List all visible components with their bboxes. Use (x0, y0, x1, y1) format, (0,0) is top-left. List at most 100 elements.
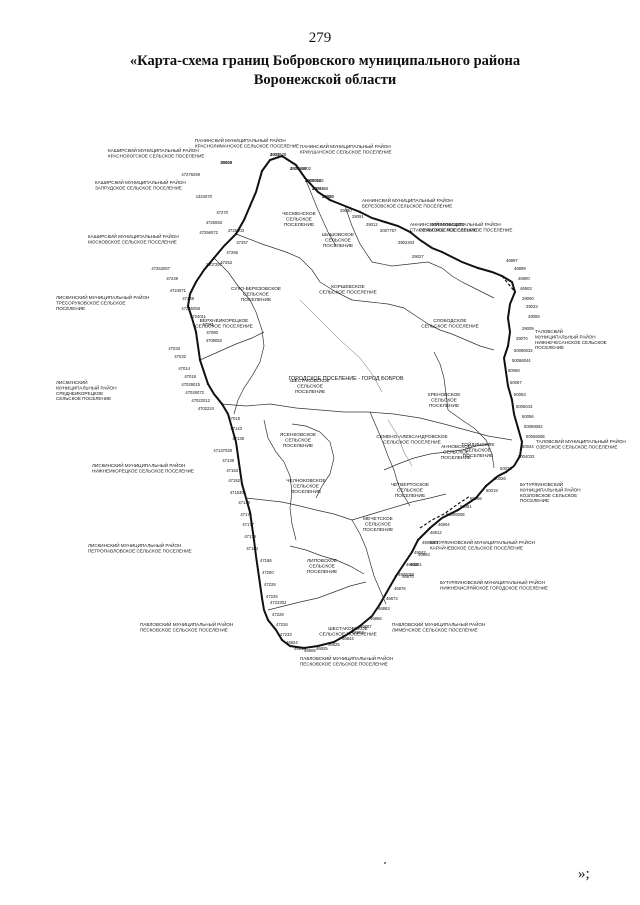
outer-label-13: БУТУРЛИНОВСКИЙ МУНИЦИПАЛЬНЫЙ РАЙОНКАРАЙЧ… (430, 538, 535, 550)
point-number-14: 47270 (216, 210, 228, 215)
boundary-vertex (186, 304, 190, 308)
inner-label-line: ХРЕНОВСКОЕ (432, 222, 465, 228)
point-number-72: 46870 (402, 574, 414, 579)
boundary-vertex (280, 154, 284, 158)
point-labels: 3061920015392007249200801120074653062029… (151, 152, 545, 653)
outer-label-3: КАШИРСКИЙ МУНИЦИПАЛЬНЫЙ РАЙОНЗАПРУДСКОЕ … (95, 178, 186, 190)
river-lines (299, 299, 413, 467)
inner-label-line: ПОСЕЛЕНИЕ (395, 493, 425, 499)
point-number-49: 47177 (242, 522, 254, 527)
point-number-27: 4724011 (190, 314, 207, 319)
inner-label-line: ХРЕНОВСКОЕ (428, 392, 461, 398)
outer-label-line: ТРЕСОРУКОВСКОЕ СЕЛЬСКОЕ (56, 300, 125, 305)
point-number-88: 50063 (514, 392, 526, 397)
point-number-60: 46924 (286, 640, 298, 645)
outer-label-7: ЛИСКИНСКИЙ МУНИЦИПАЛЬНЫЙ РАЙОНТРЕСОРУКОВ… (56, 293, 149, 311)
inner-label-line: ПОСЕЛЕНИЕ (463, 453, 493, 459)
outer-label-line: МОСКОВСКОЕ СЕЛЬСКОЕ ПОСЕЛЕНИЕ (88, 239, 177, 244)
point-number-99: 50081 (460, 504, 472, 509)
page-dot (384, 862, 386, 864)
boundary-vertex (302, 646, 306, 650)
boundary-vertex (220, 402, 224, 406)
point-number-98: 50006 (470, 496, 482, 501)
inner-label-line: ГОРОДСКОЕ ПОСЕЛЕНИЕ - ГОРОД БОБРОВ (288, 376, 403, 382)
outer-label-11: ЛИСКИНСКИЙ МУНИЦИПАЛЬНЫЙ РАЙОННИЖНЕИКОРЕ… (92, 461, 194, 473)
outer-labels: ПАНИНСКИЙ МУНИЦИПАЛЬНЫЙ РАЙОНКРАСНОЛИМАН… (56, 136, 626, 666)
point-number-41: 47139 (232, 436, 244, 441)
point-number-39: 47019 (228, 416, 240, 421)
point-number-47: 47149 (238, 500, 250, 505)
point-number-104: 49042 (414, 550, 426, 555)
boundary-vertices (186, 154, 522, 650)
point-number-103: 4900063 (422, 540, 439, 545)
point-number-19: 47255 (226, 250, 238, 255)
outer-label-0: ПАНИНСКИЙ МУНИЦИПАЛЬНЫЙ РАЙОНКРАСНОЛИМАН… (195, 136, 299, 148)
point-number-83: 29070 (516, 336, 528, 341)
inner-label-line: ПОСЕЛЕНИЕ (363, 527, 393, 533)
point-number-12: 47278259 (181, 172, 200, 177)
point-number-111: 49064 (312, 186, 324, 191)
point-number-95: 50032 (500, 466, 512, 471)
inner-label-line: СЛОБОДСКОЕ (433, 318, 466, 324)
outer-label-line: КОЗЛОВСКОЕ СЕЛЬСКОЕ (520, 493, 577, 498)
point-number-11: 29027 (412, 254, 424, 259)
inner-label-line: ПОСЕЛЕНИЕ (323, 243, 353, 249)
inner-label-line: ПОСЕЛЕНИЕ (241, 297, 271, 303)
boundary-vertex (212, 256, 216, 260)
boundary-vertex (252, 538, 256, 542)
inner-label-line: ЛИПОВСКОЕ (307, 558, 337, 564)
point-number-13: 1324070 (196, 194, 213, 199)
inner-label-line: ПОСЕЛЕНИЕ (283, 443, 313, 449)
point-number-54: 47228 (264, 582, 276, 587)
point-number-37: 47022012 (191, 398, 210, 403)
boundary-vertex (476, 266, 480, 270)
inner-boundaries (199, 177, 513, 611)
inner-label-line: ЧЕЛНОКОВСКОЕ (286, 478, 325, 484)
point-number-84: 50086033 (514, 348, 533, 353)
point-number-10: 2902403 (398, 240, 415, 245)
outer-label-2: КАШИРСКИЙ МУНИЦИПАЛЬНЫЙ РАЙОНКРАСНОЛОГСК… (108, 146, 204, 158)
inner-label-line: СЕЛЬСКОЕ (297, 384, 323, 390)
point-number-18: 47257 (236, 240, 248, 245)
inner-label-line: СЕЛЬСКОЕ (431, 398, 457, 404)
point-number-29: 47080 (206, 330, 218, 335)
point-number-73: 46891 (410, 562, 422, 567)
point-number-91: 50058062 (524, 424, 543, 429)
point-number-44: 47153 (226, 468, 238, 473)
point-number-9: 2007757 (380, 228, 397, 233)
outer-label-line: ПАНИНСКИЙ МУНИЦИПАЛЬНЫЙ РАЙОН (300, 142, 391, 149)
boundary-vertex (206, 382, 210, 386)
point-number-105: 49043 (406, 562, 418, 567)
outer-label-line: ЛИСКИНСКИЙ МУНИЦИПАЛЬНЫЙ РАЙОН (56, 293, 149, 300)
outer-label-line: ОЗЕРСКОЕ СЕЛЬСКОЕ ПОСЕЛЕНИЕ (536, 444, 617, 449)
point-number-51: 47184 (246, 546, 258, 551)
boundary-vertex (280, 638, 284, 642)
point-number-82: 29009 (522, 326, 534, 331)
point-number-22: 47253057 (151, 266, 170, 271)
inner-label-line: СЕЛЬСКОЕ ПОСЕЛЕНИЕ (319, 290, 377, 296)
outer-label-line: ПАВЛОВСКИЙ МУНИЦИПАЛЬНЫЙ РАЙОН (300, 654, 393, 661)
boundary-vertex (408, 230, 412, 234)
point-number-52: 47186 (260, 558, 272, 563)
outer-label-line: СТАРОЧИГОЛЬСКОЕ СЕЛЬСКОЕ ПОСЕЛЕНИЕ (410, 227, 512, 232)
point-number-53: 47200 (262, 570, 274, 575)
point-number-87: 50067 (510, 380, 522, 385)
point-number-36: 47026072 (185, 390, 204, 395)
boundary-vertex (378, 602, 382, 606)
outer-label-line: ПЕСКОВСКОЕ СЕЛЬСКОЕ ПОСЕЛЕНИЕ (140, 627, 228, 632)
point-number-40: 47143 (230, 426, 242, 431)
boundary-vertex (516, 426, 520, 430)
boundary-vertex (248, 510, 252, 514)
point-number-62: 46805 (304, 648, 316, 653)
outer-label-line: МУНИЦИПАЛЬНЫЙ РАЙОН (520, 485, 581, 492)
point-number-80: 29033 (526, 304, 538, 309)
boundary-vertex (510, 398, 514, 402)
outer-label-line: БЕРЕЗОВСКОЕ СЕЛЬСКОЕ ПОСЕЛЕНИЕ (362, 203, 452, 208)
inner-label-line: ПОСЕЛЕНИЕ (295, 389, 325, 395)
